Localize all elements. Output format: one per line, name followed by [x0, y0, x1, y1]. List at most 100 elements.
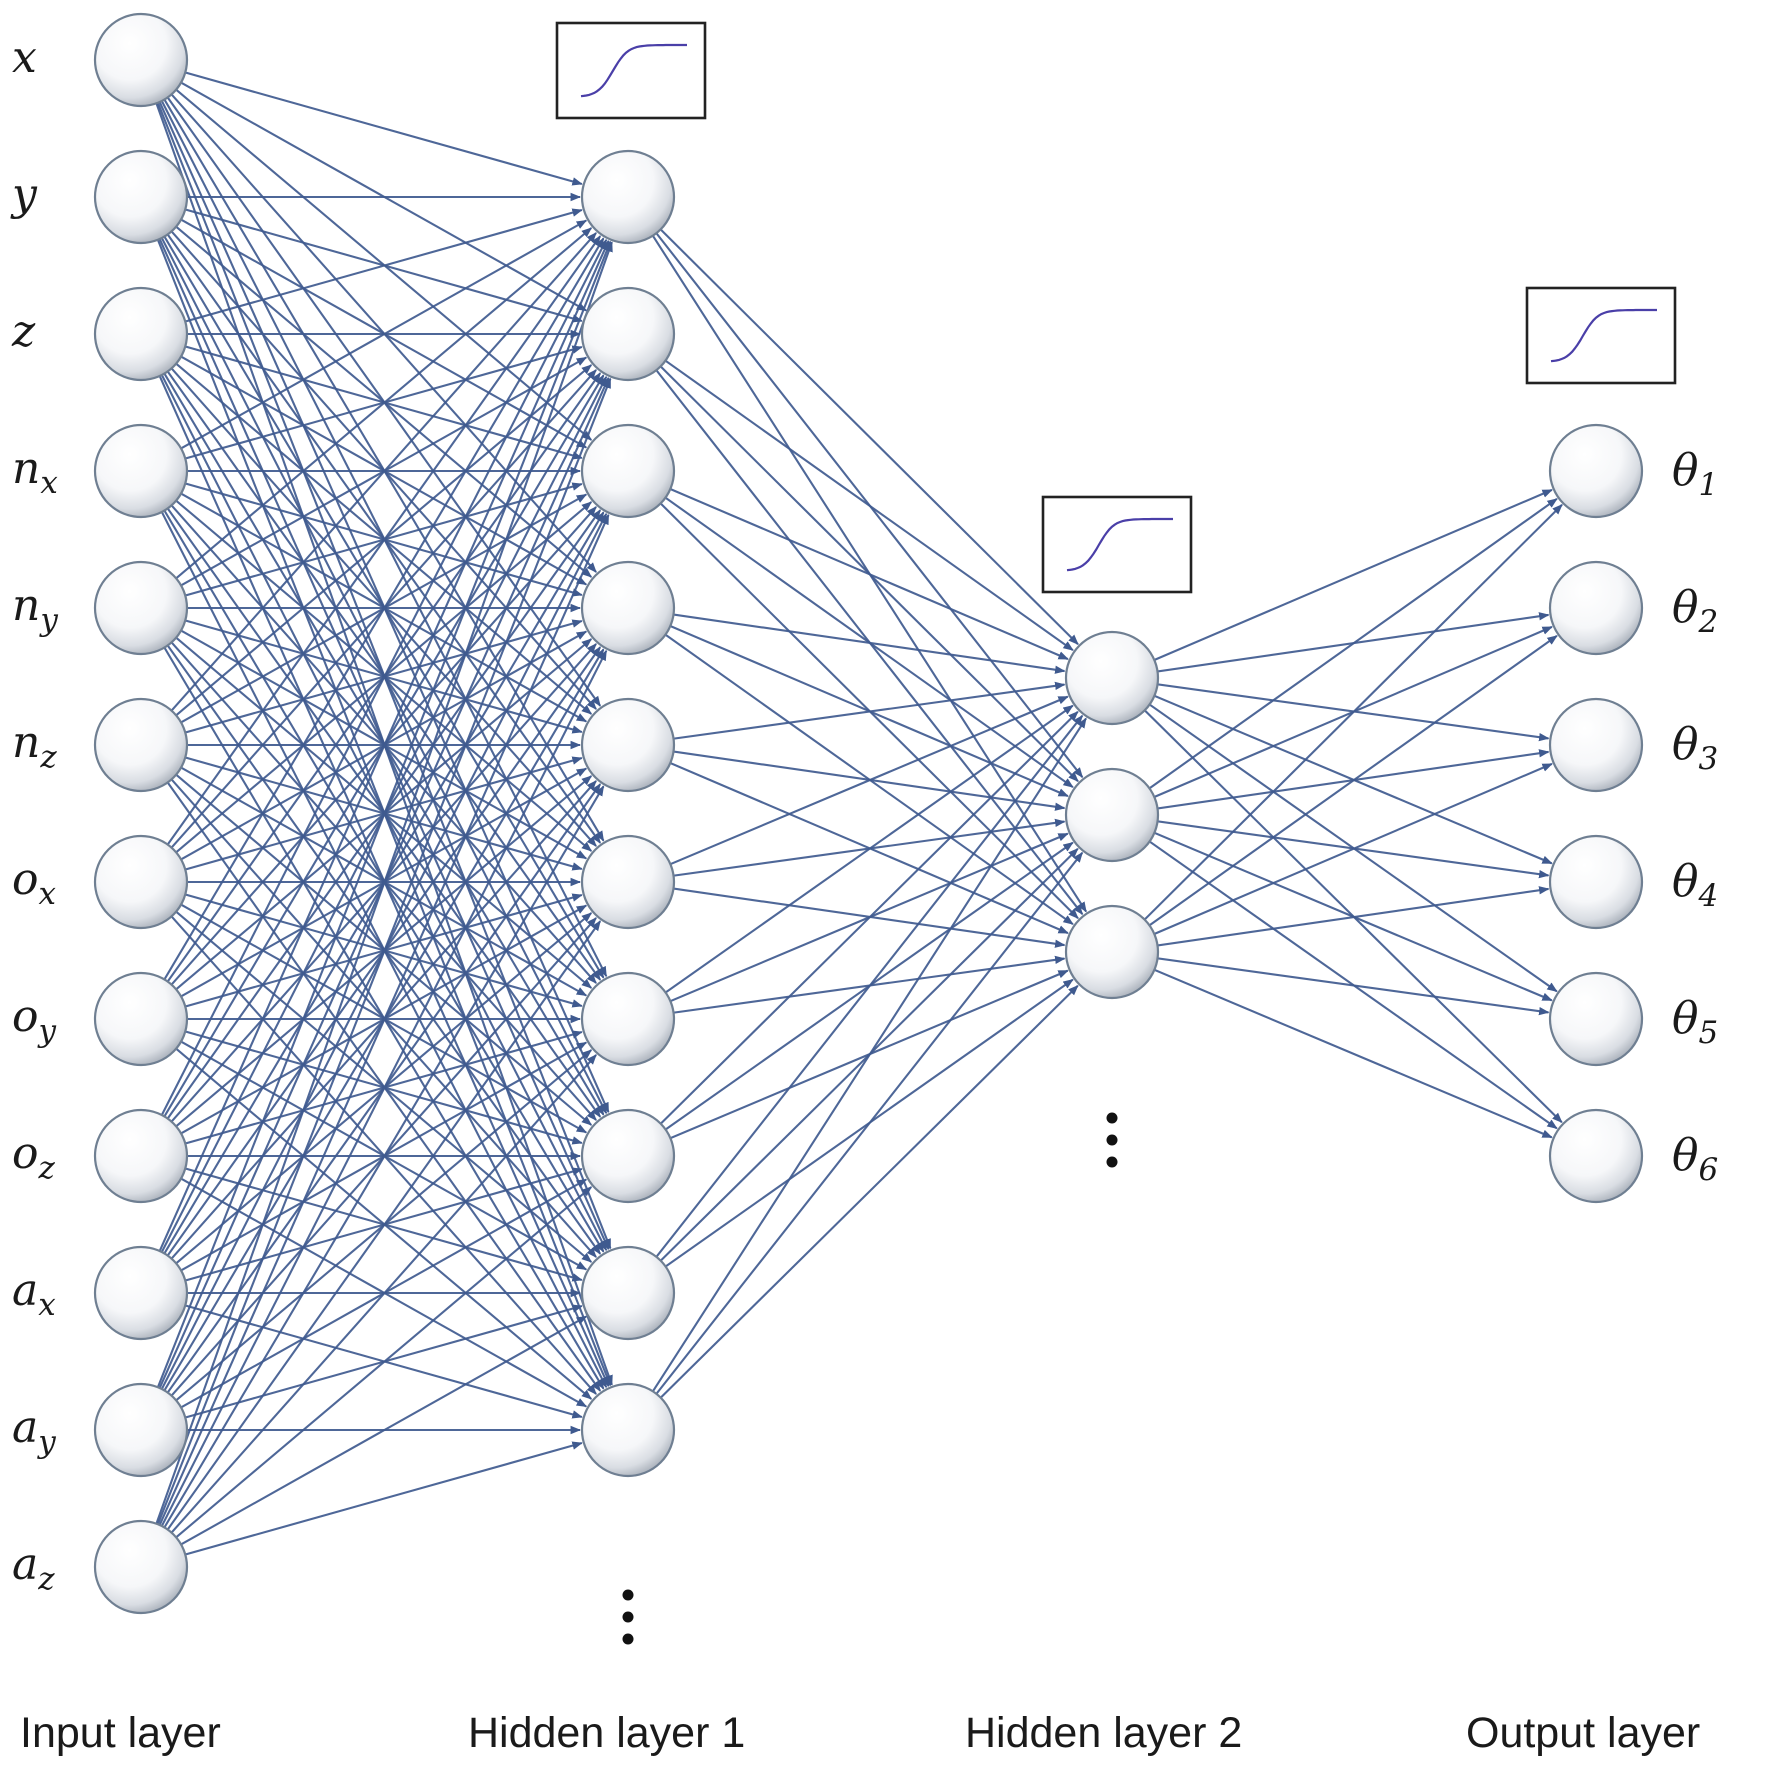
- input-label-subscript: x: [40, 465, 58, 501]
- connection-hidden1-1-to-hidden2-1: [645, 214, 1079, 645]
- input-neuron-7: [93, 834, 189, 930]
- input-label-symbol: o: [12, 1128, 39, 1179]
- input-label-subscript: z: [37, 1561, 55, 1597]
- input-label-subscript: y: [37, 1013, 57, 1049]
- connection-hidden2-2-to-output-1: [1131, 497, 1558, 802]
- output-label-subscript: 1: [1699, 467, 1719, 503]
- connection-input-2-to-hidden1-7: [152, 218, 605, 979]
- connection-input-9-to-hidden1-5: [159, 775, 593, 1141]
- activation-boxes: [555, 21, 1677, 594]
- sigmoid-icon: [1525, 286, 1677, 385]
- input-label-symbol: o: [12, 991, 39, 1042]
- input-label-symbol: a: [12, 1402, 38, 1453]
- connection-hidden1-7-to-hidden2-3: [652, 955, 1066, 1017]
- input-label-subscript: x: [38, 1287, 56, 1323]
- output-label-symbol: θ: [1672, 1130, 1699, 1181]
- ellipsis-dot: [622, 1589, 634, 1601]
- connection-input-12-to-hidden1-4: [151, 649, 608, 1545]
- input-label-symbol: o: [12, 854, 39, 905]
- connection-hidden2-1-to-output-1: [1134, 488, 1553, 670]
- hidden1-neuron-9: [580, 1245, 676, 1341]
- connection-input-11-to-hidden1-8: [162, 1178, 588, 1419]
- connection-input-5-to-hidden1-9: [154, 627, 602, 1255]
- input-label-symbol: y: [10, 169, 38, 220]
- connection-input-11-to-hidden1-7: [159, 1049, 593, 1415]
- connection-input-4-to-hidden1-8: [154, 490, 602, 1118]
- connection-input-3-to-hidden1-1: [165, 208, 583, 329]
- input-label-10: ax: [12, 1265, 56, 1323]
- input-label-subscript: z: [38, 1150, 56, 1186]
- input-neuron-5: [93, 560, 189, 656]
- connection-input-6-to-hidden1-1: [157, 232, 597, 727]
- hidden2-ellipsis: [1106, 1112, 1118, 1168]
- connection-input-8-to-hidden1-6: [165, 893, 583, 1014]
- connection-hidden1-1-to-hidden2-2: [642, 216, 1084, 779]
- connection-input-10-to-hidden1-4: [154, 646, 602, 1274]
- connection-input-1-to-hidden1-8: [150, 82, 610, 1114]
- connection-input-10-to-hidden1-5: [157, 780, 597, 1275]
- connection-input-1-to-hidden1-6: [152, 81, 605, 842]
- input-label-5: ny: [12, 580, 58, 638]
- connection-hidden2-1-to-output-5: [1132, 691, 1558, 993]
- connection-input-12-to-hidden1-6: [154, 920, 602, 1548]
- connection-input-9-to-hidden1-3: [154, 509, 602, 1137]
- hidden1-activation-box: [555, 21, 707, 120]
- connection-input-9-to-hidden1-1: [151, 238, 608, 1134]
- connection-input-8-to-hidden1-10: [159, 1034, 593, 1400]
- connection-input-8-to-hidden1-4: [159, 638, 593, 1004]
- connection-hidden1-7-to-hidden2-2: [650, 832, 1069, 1011]
- connection-input-6-to-hidden1-6: [165, 750, 583, 871]
- connection-hidden2-3-to-output-4: [1136, 886, 1550, 950]
- connection-input-9-to-hidden1-10: [162, 1167, 588, 1408]
- ellipsis-dot: [622, 1633, 634, 1645]
- output-label-subscript: 4: [1698, 878, 1719, 914]
- hidden1-neuron-5: [580, 697, 676, 793]
- hidden1-neuron-2: [580, 286, 676, 382]
- connection-input-8-to-hidden1-2: [154, 372, 602, 1000]
- connection-input-1-to-hidden1-1: [165, 65, 583, 186]
- connection-input-2-to-hidden1-3: [162, 208, 588, 449]
- connection-input-9-to-hidden1-9: [165, 1161, 583, 1282]
- connection-hidden2-2-to-output-4: [1136, 817, 1550, 879]
- connection-input-5-to-hidden1-5: [165, 613, 583, 734]
- output-label-subscript: 3: [1699, 741, 1719, 777]
- connection-input-12-to-hidden1-1: [148, 241, 613, 1544]
- connection-hidden1-4-to-hidden2-2: [650, 616, 1069, 798]
- connection-input-6-to-hidden1-2: [159, 364, 593, 730]
- connection-input-7-to-hidden1-7: [165, 887, 583, 1008]
- input-label-3: z: [11, 306, 36, 357]
- input-label-symbol: a: [12, 1539, 38, 1590]
- connection-hidden1-9-to-hidden2-3: [648, 978, 1074, 1280]
- connection-input-8-to-hidden1-9: [162, 1030, 588, 1271]
- connection-input-8-to-hidden1-3: [157, 506, 597, 1001]
- connection-input-9-to-hidden1-6: [162, 904, 588, 1145]
- connection-input-2-to-hidden1-8: [151, 219, 608, 1115]
- input-label-4: nx: [12, 443, 58, 501]
- connection-hidden1-10-to-hidden2-1: [640, 717, 1087, 1410]
- connection-hidden2-2-to-output-3: [1136, 749, 1550, 813]
- sigmoid-curve: [1066, 517, 1173, 572]
- output-neuron-1: [1548, 423, 1644, 519]
- connection-input-9-to-hidden1-4: [157, 643, 597, 1138]
- connection-input-2-to-hidden1-6: [154, 216, 602, 844]
- output-label-symbol: θ: [1672, 719, 1699, 770]
- input-neuron-8: [93, 971, 189, 1067]
- input-neuron-4: [93, 423, 189, 519]
- connection-input-11-to-hidden1-1: [149, 240, 612, 1407]
- connection-hidden1-8-to-hidden2-2: [648, 841, 1074, 1143]
- connection-hidden1-7-to-hidden2-1: [648, 704, 1074, 1006]
- connection-input-10-to-hidden1-3: [152, 511, 605, 1272]
- connection-hidden1-8-to-hidden2-1: [645, 710, 1079, 1139]
- output-neuron-2: [1548, 560, 1644, 656]
- connection-hidden1-8-to-hidden2-3: [650, 969, 1069, 1148]
- input-neuron-10: [93, 1245, 189, 1341]
- connection-input-11-to-hidden1-5: [154, 783, 602, 1411]
- connection-input-7-to-hidden1-4: [162, 630, 588, 871]
- input-neuron-11: [93, 1382, 189, 1478]
- output-label-symbol: θ: [1672, 582, 1699, 633]
- connection-input-10-to-hidden1-10: [165, 1298, 583, 1419]
- connection-hidden1-10-to-hidden2-3: [645, 984, 1079, 1413]
- output-label-subscript: 6: [1699, 1152, 1719, 1188]
- connection-hidden2-3-to-output-1: [1129, 504, 1563, 935]
